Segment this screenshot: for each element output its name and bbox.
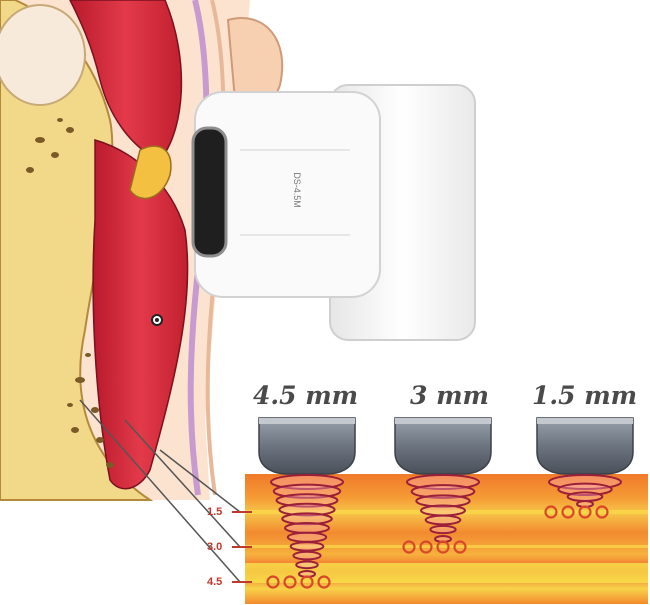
focal-ring-3mm	[430, 526, 455, 533]
focal-ring-4-5mm	[285, 523, 329, 533]
transducer-rim-3mm	[395, 418, 491, 424]
focal-ring-4-5mm	[288, 533, 326, 542]
focal-ring-4-5mm	[291, 542, 324, 550]
handpiece-window	[193, 128, 226, 256]
focal-ring-3mm	[421, 506, 465, 516]
eye-socket	[0, 5, 85, 105]
handpiece: DS-4.5M	[193, 85, 475, 340]
cartridge-label-1-5mm: 1.5 mm	[532, 383, 637, 408]
focal-ring-1-5mm	[568, 492, 603, 501]
cartridge-label-3mm: 3 mm	[410, 383, 489, 408]
depth-marker-1-5: 1.5	[207, 507, 222, 518]
focal-ring-4-5mm	[296, 561, 318, 568]
focal-ring-4-5mm	[293, 552, 320, 560]
transducer-cap-1-5mm	[537, 418, 633, 474]
focal-ring-3mm	[426, 516, 461, 525]
depth-marker-4-5: 4.5	[207, 577, 222, 588]
transducer-cap-3mm	[395, 418, 491, 474]
transducer-rim-4-5mm	[259, 418, 355, 424]
transducer-rim-1-5mm	[537, 418, 633, 424]
handpiece-side-marking: DS-4.5M	[292, 172, 302, 208]
depth-marker-3-0: 3.0	[207, 542, 222, 553]
transducer-cap-4-5mm	[259, 418, 355, 474]
cartridge-label-4-5mm: 4.5 mm	[253, 383, 358, 408]
